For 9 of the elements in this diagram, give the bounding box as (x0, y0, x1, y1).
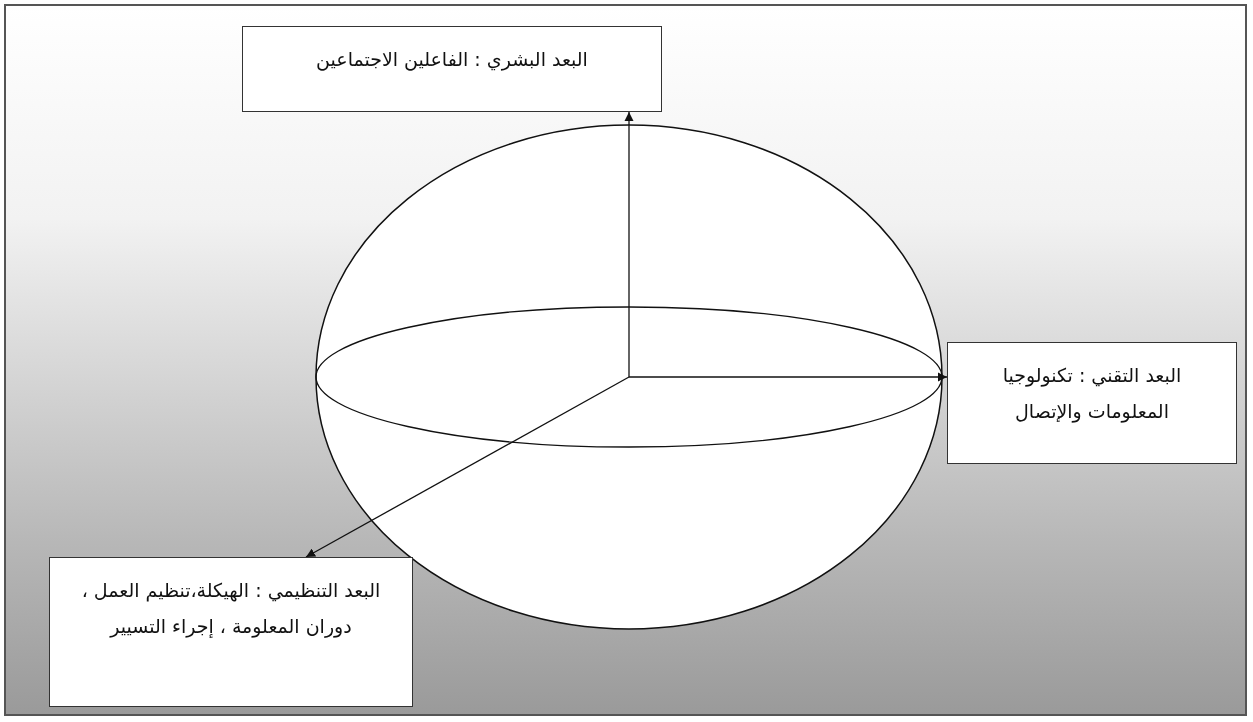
dimension-label: البعد التقني : تكنولوجيا المعلومات والإتصال (1001, 363, 1183, 425)
dimension-label: البعد البشري : الفاعلين الاجتماعين (315, 47, 589, 73)
arrow (305, 376, 630, 558)
dimension-box (242, 26, 662, 112)
arrow (624, 111, 634, 378)
dimension-box (947, 342, 1237, 464)
arrow (628, 372, 948, 382)
dimension-label: البعد التنظيمي : الهيكلة،تنظيم العمل ، دوران المعلومة ، إجراء التسيير (80, 578, 382, 640)
dimension-box (49, 557, 413, 707)
